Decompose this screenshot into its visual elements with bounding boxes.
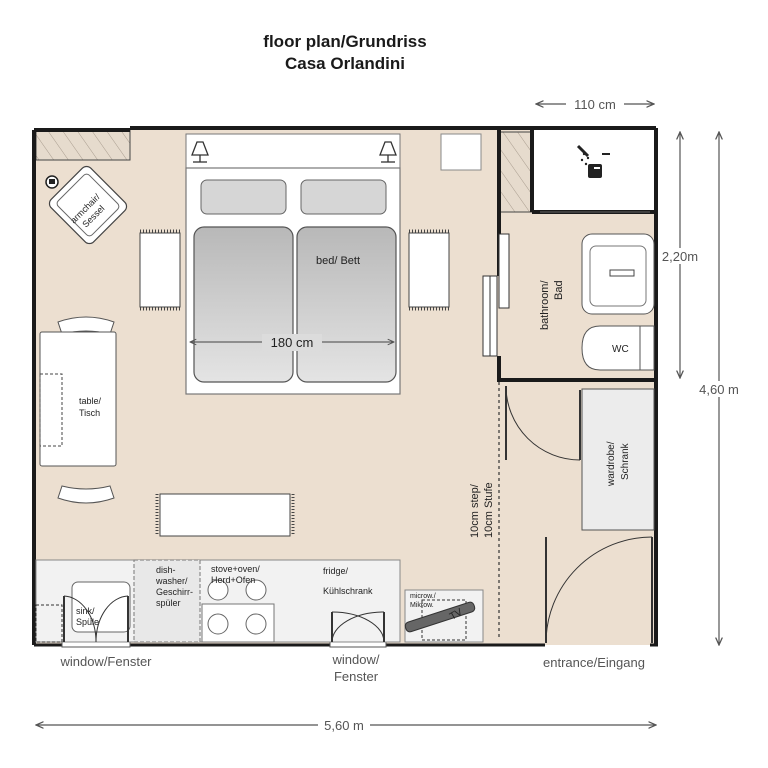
sink-label-2: Spüle — [76, 617, 99, 627]
shaft-block — [498, 131, 533, 213]
table-label-1: table/ — [79, 396, 102, 406]
window-sink-doors — [63, 595, 129, 643]
sliding-door — [482, 233, 510, 357]
entrance-door — [545, 536, 653, 644]
armchair-icon — [45, 175, 59, 189]
window-label: window/Fenster — [59, 654, 152, 669]
fridge-label-1: fridge/ — [323, 566, 349, 576]
dishwasher-label-1: dish- — [156, 565, 176, 575]
dishwasher-label-2: washer/ — [155, 576, 188, 586]
window2-label-2: Fenster — [334, 669, 379, 684]
lamp-icon — [191, 141, 209, 163]
corner-block — [35, 129, 131, 161]
total-height-label: 4,60 m — [699, 382, 739, 397]
shower-icon — [576, 144, 610, 178]
dishwasher — [133, 559, 201, 643]
sink-label-1: sink/ — [76, 606, 95, 616]
stove-label-2: Herd+Ofen — [211, 575, 255, 585]
plan-title: floor plan/Grundriss — [263, 32, 427, 51]
table — [39, 316, 117, 504]
step-label-2: 10cm Stufe — [483, 482, 495, 538]
dishwasher-label-3: Geschirr- — [156, 587, 193, 597]
bathroom-label-1: bathroom/ — [539, 280, 551, 330]
stove-label-1: stove+oven/ — [211, 564, 260, 574]
sink — [71, 581, 131, 633]
bathroom-height-label: 2,20m — [662, 249, 698, 264]
lamp-icon — [379, 141, 397, 163]
top-dimension-label: 110 cm — [574, 97, 616, 112]
rug-left — [139, 229, 181, 311]
headboard-shelf — [185, 133, 401, 169]
bed-width-label: 180 cm — [271, 335, 314, 350]
total-width-label: 5,60 m — [324, 718, 364, 733]
stove — [201, 579, 275, 643]
window-middle-doors — [331, 611, 385, 643]
fridge-label-2: Kühlschrank — [323, 586, 373, 596]
bathroom-label-2: Bad — [553, 280, 565, 300]
armchair — [48, 165, 128, 245]
bed-label: bed/ Bett — [316, 255, 360, 267]
window2-label-1: window/ — [332, 652, 380, 667]
tv-icon — [404, 601, 476, 633]
wardrobe — [581, 388, 655, 531]
dishwasher-label-4: spüler — [156, 598, 181, 608]
plan-subtitle: Casa Orlandini — [285, 54, 405, 73]
wardrobe-label-2: Schrank — [620, 442, 631, 480]
wardrobe-label-1: wardrobe/ — [606, 441, 617, 487]
microwave-label-2: Mikrow. — [410, 602, 434, 609]
cabinet-outline — [35, 604, 63, 643]
bed — [185, 167, 401, 395]
entrance-label: entrance/Eingang — [543, 655, 645, 670]
bathroom-door — [505, 385, 581, 461]
toilet — [581, 325, 655, 371]
table-label-2: Tisch — [79, 408, 100, 418]
rug-bottom — [155, 493, 295, 537]
microwave-label-1: microw./ — [410, 593, 436, 600]
wc-label: WC — [612, 344, 629, 355]
side-cabinet — [440, 133, 482, 171]
washbasin — [581, 233, 655, 315]
rug-right — [408, 229, 450, 311]
step-label-1: 10cm step/ — [469, 483, 481, 538]
